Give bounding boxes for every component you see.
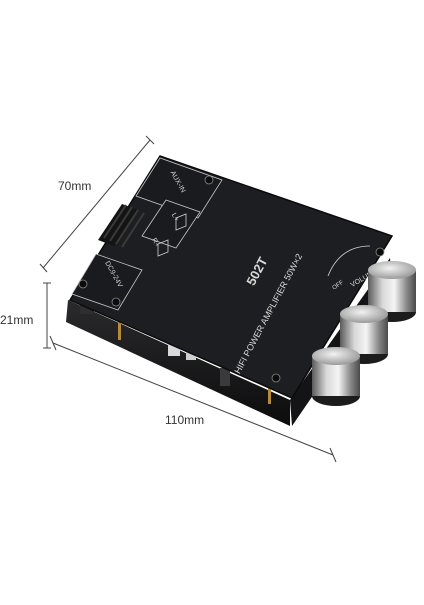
- side-panel: [66, 300, 290, 426]
- speaker-panel: [141, 199, 201, 249]
- screw-icon: [78, 279, 88, 289]
- dimension-width: [39, 135, 155, 273]
- speaker-icon: [175, 213, 187, 231]
- heatsink: [98, 204, 145, 248]
- screw-icon: [111, 297, 121, 307]
- screw-icon: [204, 175, 214, 185]
- screw-icon: [271, 373, 281, 383]
- treble-knob[interactable]: [340, 305, 388, 364]
- dimension-height: [43, 282, 51, 349]
- height-label: 21mm: [0, 313, 33, 327]
- length-label: 110mm: [165, 413, 204, 427]
- left-label: L+: [170, 212, 180, 222]
- volume-arc: [327, 245, 371, 277]
- off-label: OFF: [332, 280, 346, 292]
- right-label: R+: [150, 237, 161, 248]
- width-label: 70mm: [58, 179, 91, 193]
- screw-icon: [375, 247, 385, 257]
- bass-knob[interactable]: [312, 347, 360, 406]
- speaker-icon: [157, 239, 169, 257]
- top-panel: [68, 155, 394, 399]
- dimension-length: [49, 335, 337, 463]
- power-panel: [71, 253, 143, 311]
